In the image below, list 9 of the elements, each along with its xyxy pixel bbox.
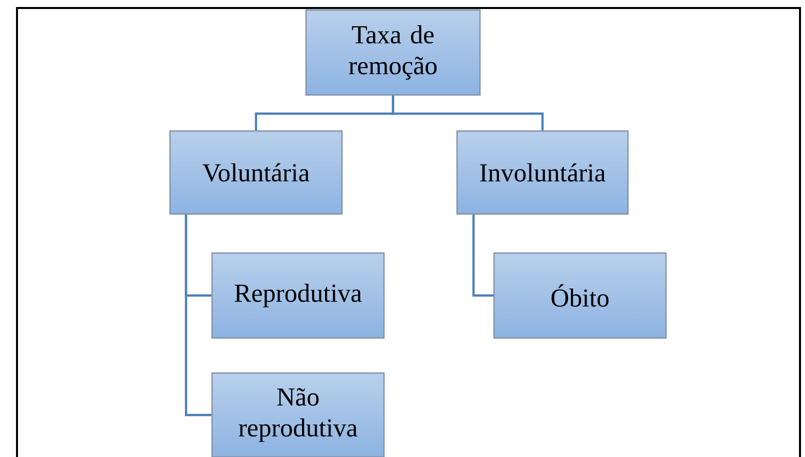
category-box: Reprodutiva [211, 252, 385, 339]
category-box: Não reprodutiva [211, 372, 385, 457]
category-box: Voluntária [169, 130, 343, 215]
connector-line [392, 96, 544, 130]
category-box: Óbito [493, 252, 667, 339]
category-box: Involuntária [456, 130, 629, 215]
connector-line [184, 214, 212, 416]
category-box: Taxa de remoção [305, 9, 481, 96]
connector-line [472, 214, 494, 297]
